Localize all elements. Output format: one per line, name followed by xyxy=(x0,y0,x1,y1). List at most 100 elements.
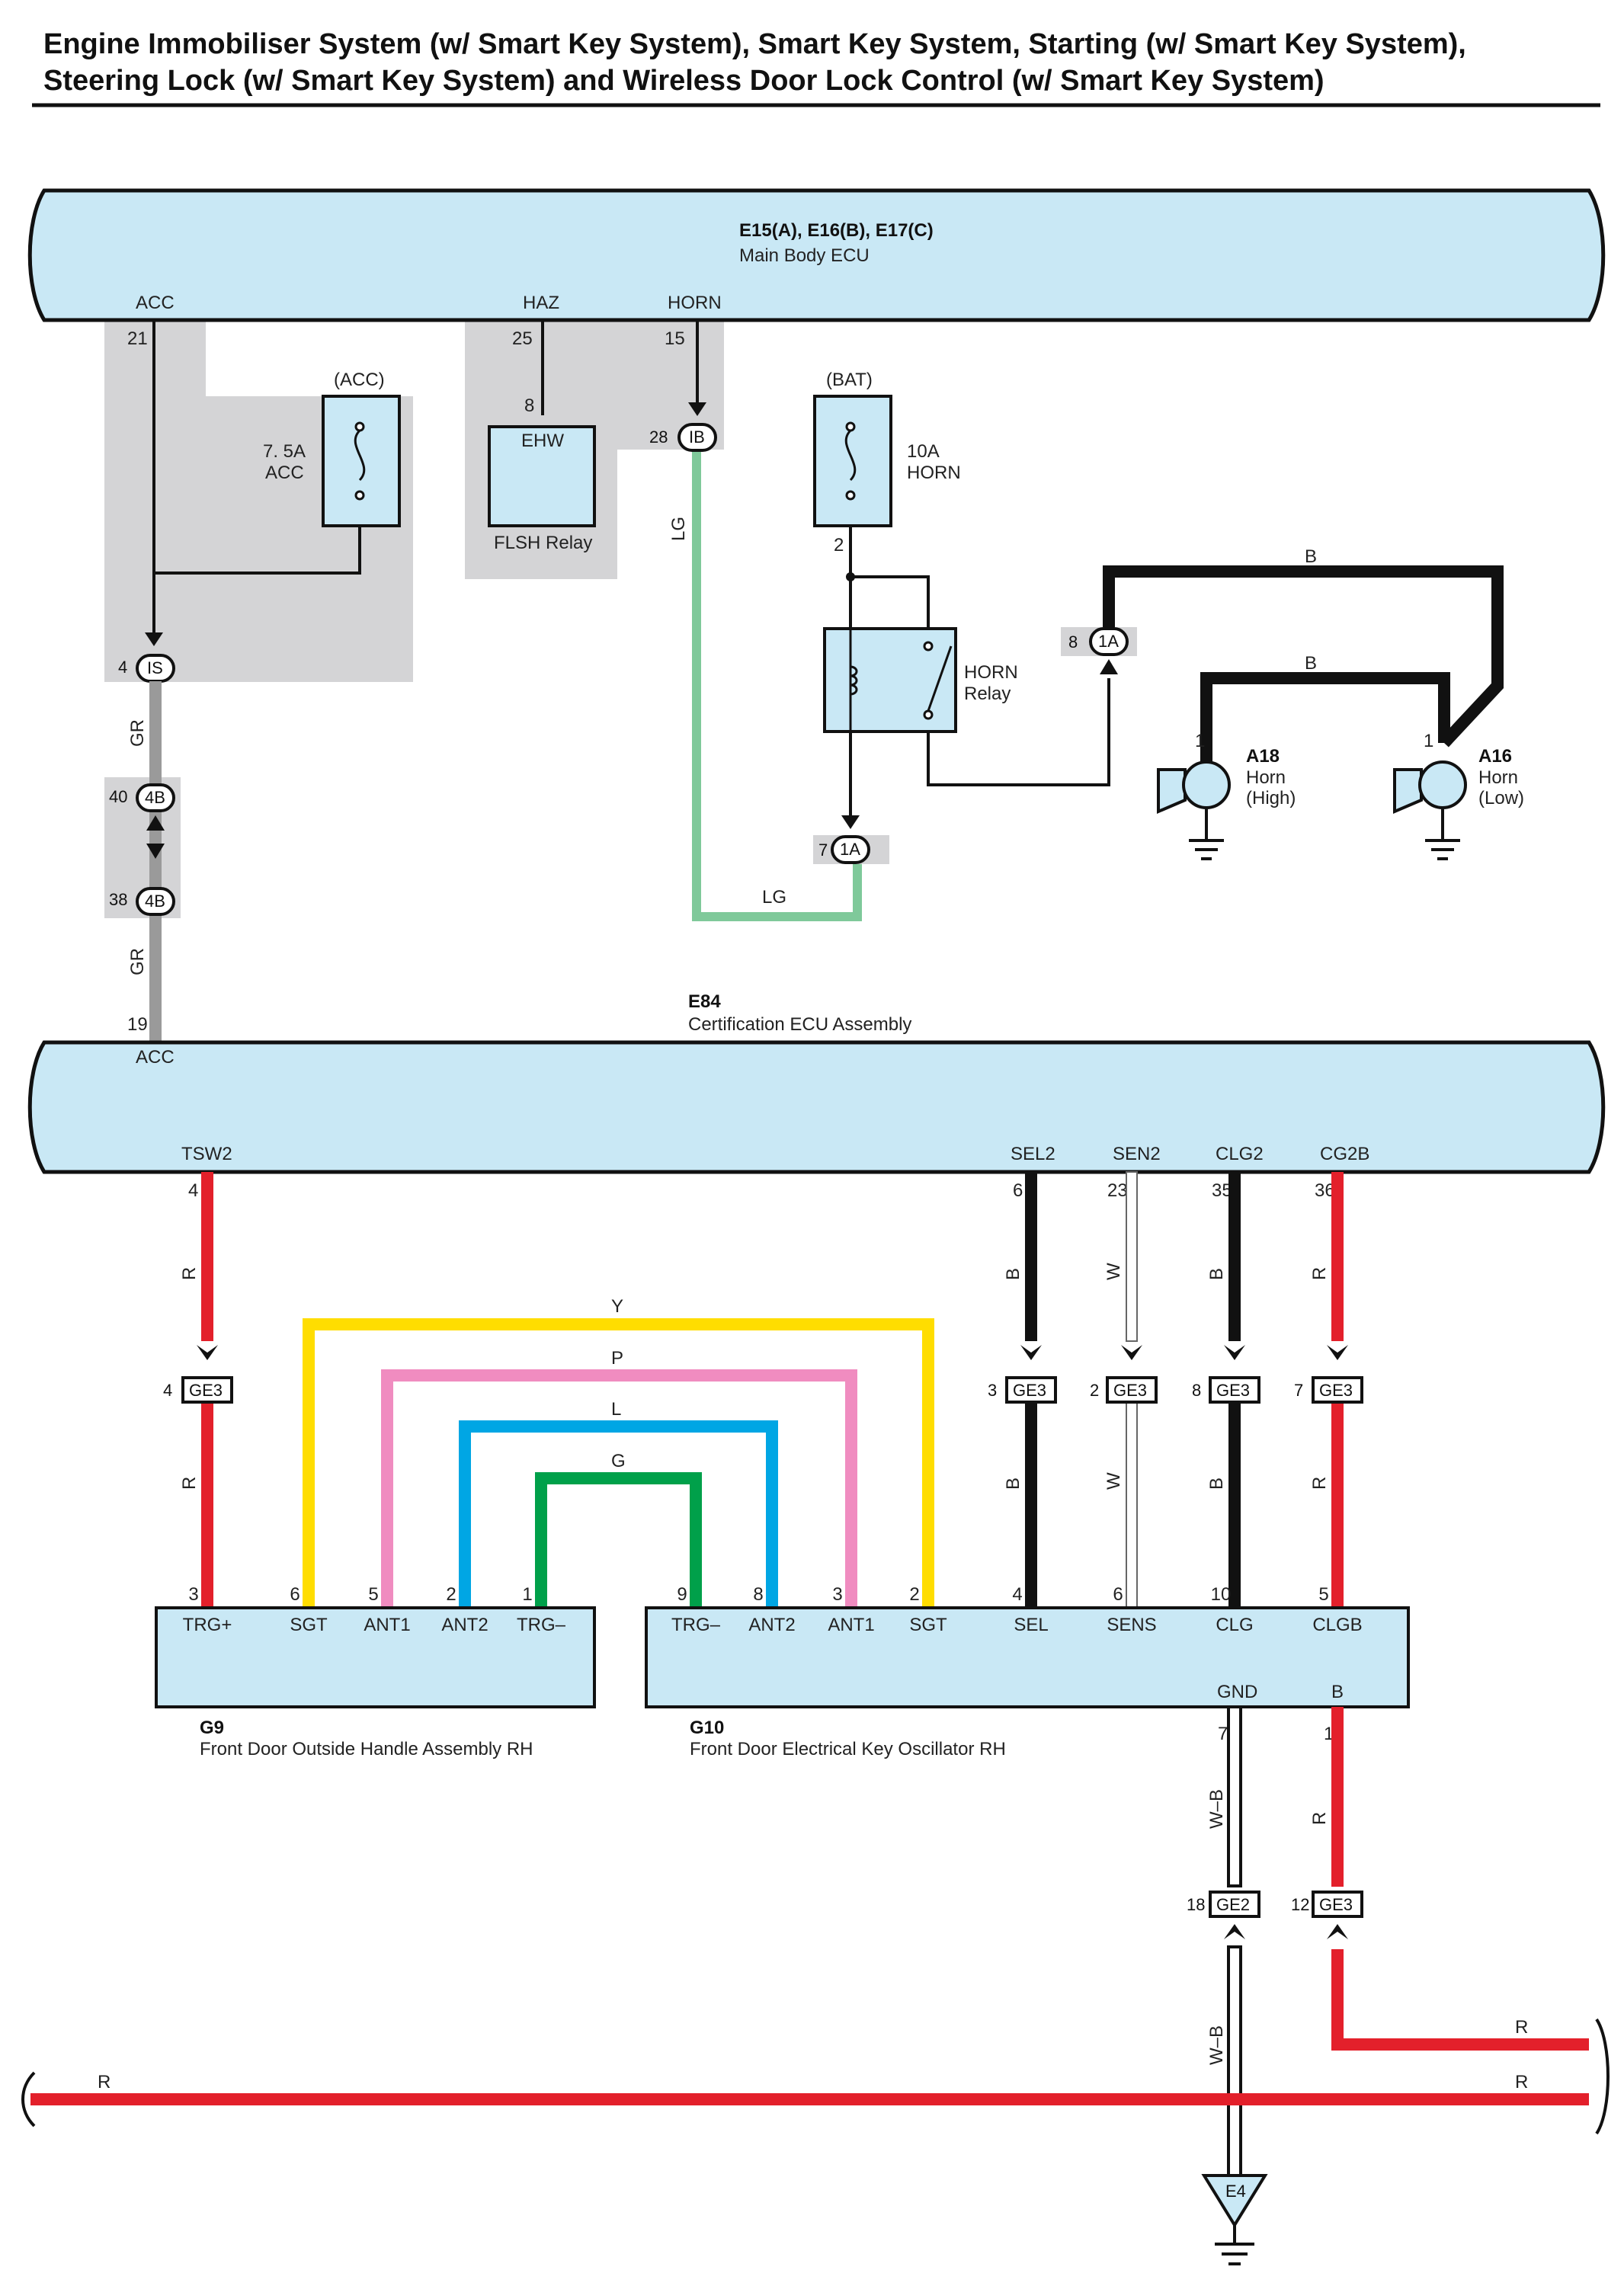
g9-name: Front Door Outside Handle Assembly RH xyxy=(200,1739,533,1759)
g9-pin-no: 2 xyxy=(446,1584,456,1605)
g-wire-trg xyxy=(535,1472,702,1608)
conn-ib xyxy=(677,423,717,452)
r-bus-label-left: R xyxy=(98,2072,111,2092)
horn-low-icon xyxy=(1393,760,1467,860)
l-wire-label: L xyxy=(611,1399,621,1420)
cert-ecu-pin-cg2b: CG2B xyxy=(1320,1144,1369,1164)
g10-pin-label: ANT1 xyxy=(828,1615,874,1635)
g10-pin-no: 10 xyxy=(1211,1584,1232,1605)
conn-ib-pin: 28 xyxy=(649,427,668,447)
ge2-gnd-box xyxy=(1209,1891,1260,1918)
g10-b-r-wire-bot xyxy=(1331,1949,1589,2051)
ge3-clg-pin: 8 xyxy=(1192,1381,1201,1400)
clg-b-label-2: B xyxy=(1206,1478,1227,1490)
wb-ground-wire xyxy=(1227,1705,1242,2177)
g10-box xyxy=(645,1606,1410,1708)
gr-wire-label-2: GR xyxy=(127,948,148,975)
ge3-sel-code: GE3 xyxy=(1013,1381,1046,1400)
cert-ecu-pin-sen2: SEN2 xyxy=(1113,1144,1161,1164)
cert-ecu-pin-no-19: 19 xyxy=(127,1014,148,1035)
is-arrow-icon xyxy=(145,632,163,646)
g9-code: G9 xyxy=(200,1718,224,1738)
horn-high-code: A18 xyxy=(1246,746,1280,767)
b-wire-label-top: B xyxy=(1305,546,1317,567)
ge3-trg-pin: 4 xyxy=(163,1381,172,1400)
g10-pin-no: 9 xyxy=(677,1584,687,1605)
cert-ecu-pin-no-4: 4 xyxy=(188,1180,198,1201)
cert-ecu-pin-sel2: SEL2 xyxy=(1011,1144,1055,1164)
wb-label-1: W–B xyxy=(1206,1789,1227,1829)
horn-relay-coil-icon xyxy=(849,629,953,732)
tsw2-r-label-2: R xyxy=(179,1477,200,1490)
ge3-sens-box xyxy=(1106,1376,1158,1404)
g10-name: Front Door Electrical Key Oscillator RH xyxy=(690,1739,1006,1759)
ge3-sens-pin: 2 xyxy=(1090,1381,1099,1400)
cert-ecu-pin-acc: ACC xyxy=(136,1047,175,1068)
conn-1a-bot-pin: 7 xyxy=(818,840,828,860)
fuse-horn-rating: 10A xyxy=(907,441,940,462)
lg-wire-label-1: LG xyxy=(668,517,689,541)
main-body-ecu-box xyxy=(27,188,1606,322)
sel-b-label-2: B xyxy=(1003,1478,1023,1490)
g10-pin-no: 2 xyxy=(909,1584,919,1605)
g10-pin-no: 8 xyxy=(753,1584,763,1605)
gr-wire-label-1: GR xyxy=(127,719,148,747)
4b-mate-arrows-icon xyxy=(146,815,165,859)
g9-box xyxy=(155,1606,596,1708)
ge3-clgb-code: GE3 xyxy=(1319,1381,1353,1400)
g9-pin-label: SGT xyxy=(290,1615,328,1635)
diagram-title-line2: Steering Lock (w/ Smart Key System) and … xyxy=(43,65,1325,97)
e4-ground-symbol-icon xyxy=(1215,2225,1254,2265)
conn-1a-top xyxy=(1089,627,1129,656)
g9-pin-no: 1 xyxy=(522,1584,532,1605)
horn-relay-box xyxy=(823,627,957,733)
g10-pin-no-7: 7 xyxy=(1218,1724,1228,1744)
g10-pin-no: 6 xyxy=(1113,1584,1123,1605)
conn-4b-top-code: 4B xyxy=(145,788,165,807)
conn-4b-bot-code: 4B xyxy=(145,892,165,911)
horn-low-code: A16 xyxy=(1478,746,1512,767)
ge3-sel-pin: 3 xyxy=(988,1381,997,1400)
cert-ecu-pin-no-23: 23 xyxy=(1107,1180,1128,1201)
g10-pin-label: ANT2 xyxy=(748,1615,795,1635)
sens-w-wire xyxy=(1126,1171,1138,1609)
clg-b-label-1: B xyxy=(1206,1268,1227,1280)
p-wire-label: P xyxy=(611,1348,623,1369)
sel-b-label-1: B xyxy=(1003,1268,1023,1280)
cert-ecu-pin-no-6: 6 xyxy=(1013,1180,1023,1201)
g9-pin-label: TRG+ xyxy=(183,1615,232,1635)
clgb-r-label-2: R xyxy=(1309,1477,1330,1490)
horn-relay-name1: HORN xyxy=(964,662,1018,683)
ge3-trg-code: GE3 xyxy=(189,1381,223,1400)
conn-is-code: IS xyxy=(147,658,163,677)
b-wire-label-mid: B xyxy=(1305,653,1317,674)
g9-pin-label: ANT2 xyxy=(441,1615,488,1635)
conn-4b-bot-pin: 38 xyxy=(109,890,127,909)
cert-ecu-box xyxy=(27,1040,1606,1174)
conn-1a-bot-code: 1A xyxy=(840,840,860,859)
g10-pin-label: CLGB xyxy=(1312,1615,1362,1635)
r-bus-break-right-icon xyxy=(1595,2018,1610,2135)
main-body-ecu-code: E15(A), E16(B), E17(C) xyxy=(739,220,934,241)
flsh-relay-box xyxy=(488,425,596,527)
y-wire-sgt xyxy=(303,1318,934,1608)
main-ecu-pin-haz: HAZ xyxy=(523,293,559,313)
fuse-horn-source: (BAT) xyxy=(826,370,873,390)
r-branch-label: R xyxy=(1515,2017,1528,2038)
cert-ecu-pin-tsw2: TSW2 xyxy=(181,1144,232,1164)
horn-relay-junction xyxy=(846,572,855,581)
flsh-relay-ehw: EHW xyxy=(521,431,564,451)
g9-pin-label: ANT1 xyxy=(364,1615,410,1635)
g10-b-r-label: R xyxy=(1309,1812,1330,1825)
lg-wire-label-2: LG xyxy=(762,887,786,908)
sens-w-label-1: W xyxy=(1103,1263,1124,1280)
g9-pin-label: TRG– xyxy=(517,1615,566,1635)
ge3-clg-code: GE3 xyxy=(1216,1381,1250,1400)
cert-ecu-pin-clg2: CLG2 xyxy=(1216,1144,1264,1164)
g9-pin-no: 3 xyxy=(188,1584,198,1605)
e4-code: E4 xyxy=(1225,2182,1246,2201)
g10-pin-label: SENS xyxy=(1107,1615,1156,1635)
ge3-b-box xyxy=(1312,1891,1363,1918)
